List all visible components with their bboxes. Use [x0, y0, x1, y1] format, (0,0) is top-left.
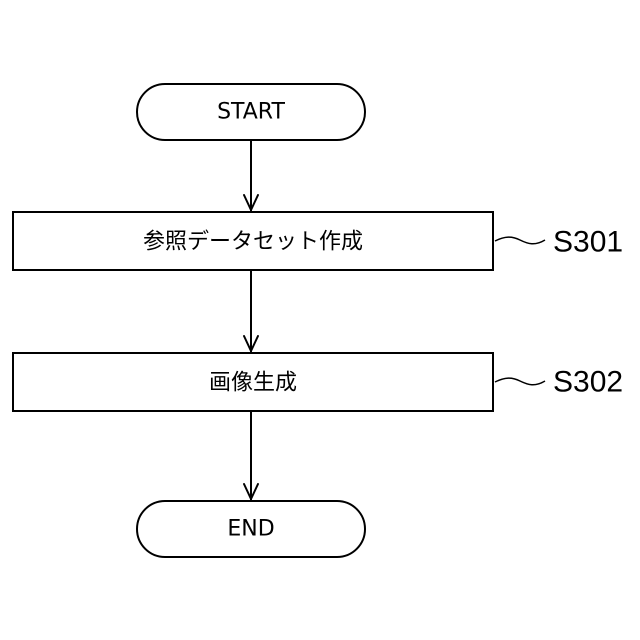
start-terminal: START: [137, 84, 365, 140]
leader-line: [495, 378, 545, 385]
end-terminal-label: END: [227, 517, 274, 542]
connector-s301-to-s302: [244, 270, 258, 352]
step-id-s302: S302: [553, 366, 623, 399]
connector-start-to-s301: [244, 140, 258, 211]
process-step-s301-label: 参照データセット作成: [143, 230, 363, 255]
step-callout-s302: S302: [495, 366, 623, 399]
process-step-s301: 参照データセット作成: [13, 212, 493, 270]
leader-line: [495, 237, 545, 244]
step-callout-s301: S301: [495, 226, 623, 259]
start-terminal-label: START: [217, 100, 285, 125]
end-terminal: END: [137, 501, 365, 557]
process-step-s302-label: 画像生成: [209, 371, 297, 396]
process-step-s302: 画像生成: [13, 353, 493, 411]
step-id-s301: S301: [553, 226, 623, 259]
connector-s302-to-end: [244, 411, 258, 500]
